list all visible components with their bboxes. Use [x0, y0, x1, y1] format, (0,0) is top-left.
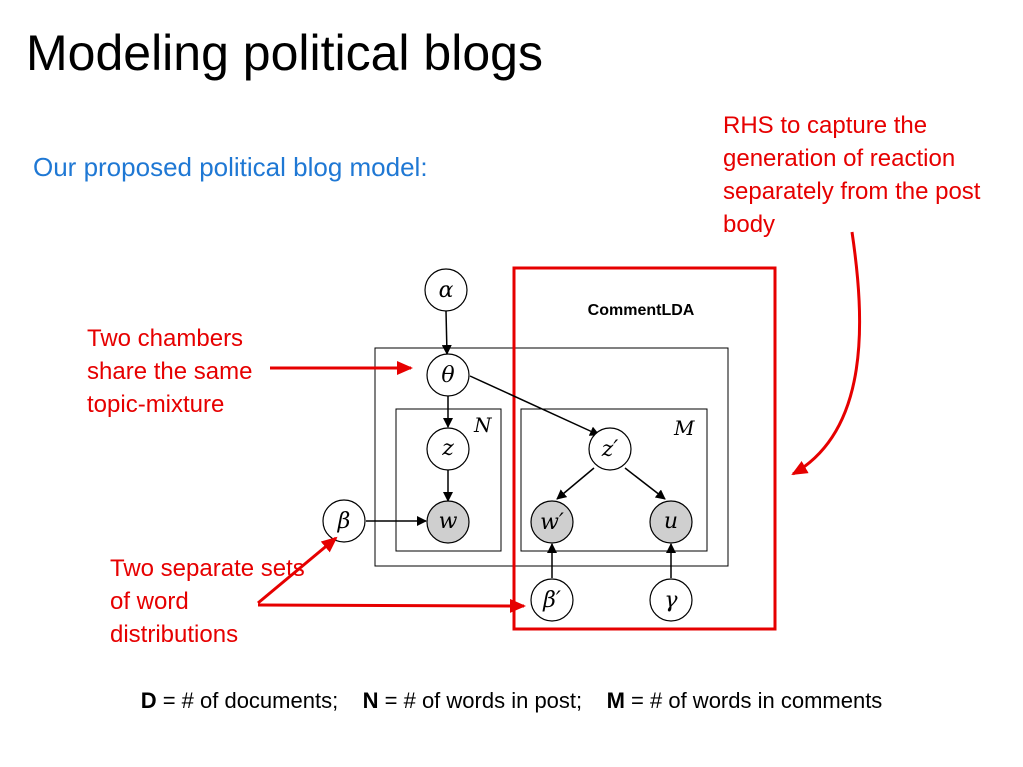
- legend: D = # of documents; N = # of words in po…: [0, 688, 1023, 714]
- edge-alpha-theta: [441, 310, 452, 355]
- plate-m: [520, 408, 708, 552]
- node-alpha: α: [424, 268, 468, 312]
- node-beta-prime: β′: [530, 578, 574, 622]
- node-theta: θ: [426, 353, 470, 397]
- legend-d-key: D: [140, 688, 157, 713]
- svg-text:u: u: [664, 509, 678, 534]
- node-w-prime: w′: [530, 500, 574, 544]
- subtitle: Our proposed political blog model:: [33, 152, 428, 182]
- node-z: z: [426, 427, 470, 471]
- svg-text:β′: β′: [542, 588, 561, 613]
- node-z-prime: z′: [588, 427, 632, 471]
- commentlda-label: CommentLDA: [588, 302, 695, 319]
- annotation-separate: Two separate sets of word distributions: [110, 555, 305, 648]
- node-beta: β: [322, 499, 366, 543]
- edge-zprime-wprime: [556, 467, 595, 500]
- node-w: w: [426, 500, 470, 544]
- legend-m-text: = # of words in comments: [624, 688, 883, 713]
- red-arrow-separate-betaprime: [257, 598, 526, 613]
- node-gamma: γ: [649, 578, 693, 622]
- annotation-rhs: RHS to capture the generation of reactio…: [723, 112, 981, 238]
- legend-n-key: N: [362, 688, 379, 713]
- node-u: u: [649, 500, 693, 544]
- edge-zprime-u: [624, 467, 666, 500]
- red-arrow-rhs: [791, 231, 862, 476]
- plate-m-label: M: [673, 416, 695, 440]
- svg-text:α: α: [439, 278, 454, 303]
- svg-text:z: z: [441, 436, 454, 461]
- slide-title: Modeling political blogs: [26, 25, 543, 81]
- commentlda-box: [512, 266, 777, 631]
- annotation-chambers: Two chambers share the same topic-mixtur…: [87, 325, 253, 418]
- svg-text:w: w: [439, 509, 458, 534]
- svg-text:θ: θ: [441, 363, 454, 388]
- red-arrow-separate-beta: [257, 536, 338, 605]
- plate-n-label: N: [473, 413, 493, 437]
- svg-text:z′: z′: [601, 437, 619, 462]
- svg-text:β: β: [337, 509, 351, 534]
- svg-text:w′: w′: [540, 510, 564, 535]
- legend-d-text: = # of documents;: [156, 688, 339, 713]
- svg-text:γ: γ: [664, 588, 678, 613]
- edge-theta-zprime: [469, 375, 600, 436]
- legend-n-text: = # of words in post;: [378, 688, 583, 713]
- legend-m-key: M: [606, 688, 625, 713]
